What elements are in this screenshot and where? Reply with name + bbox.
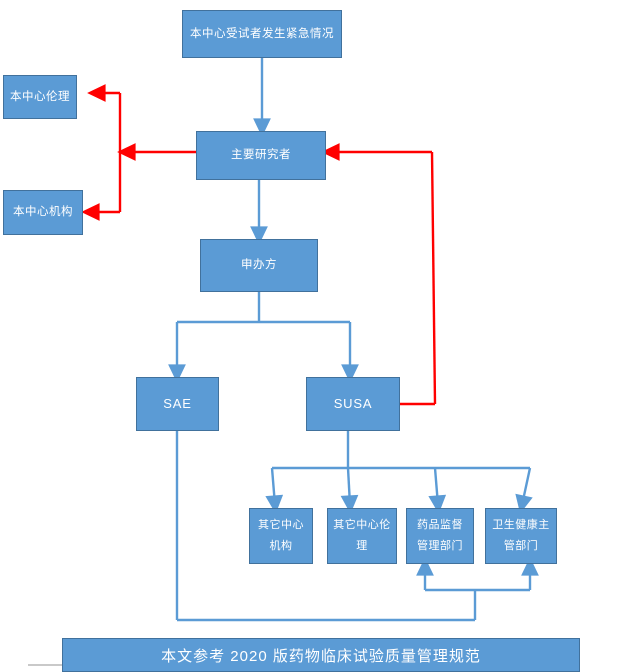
edge-susa-to-other-inst xyxy=(265,467,284,514)
edge-susa-to-drug-admin xyxy=(428,467,447,514)
edge-susa-to-health-admin xyxy=(515,467,533,514)
node-health-administration[interactable]: 卫生健康主 管部门 xyxy=(485,508,557,564)
node-drug-administration[interactable]: 药品监督 管理部门 xyxy=(406,508,474,564)
node-sae[interactable]: SAE xyxy=(136,377,219,431)
red-edges xyxy=(81,84,437,406)
blue-edges xyxy=(168,58,539,622)
node-local-ethics[interactable]: 本中心伦理 xyxy=(3,75,77,119)
node-susa[interactable]: SUSA xyxy=(306,377,400,431)
edge-susa-to-other-ethics xyxy=(340,467,359,514)
bottom-left-handle[interactable] xyxy=(28,664,64,666)
node-emergency[interactable]: 本中心受试者发生紧急情况 xyxy=(182,10,342,58)
edge-susa-riser xyxy=(430,151,437,405)
node-other-center-ethics[interactable]: 其它中心伦 理 xyxy=(327,508,397,564)
node-sponsor[interactable]: 申办方 xyxy=(200,239,318,292)
node-other-center-institution[interactable]: 其它中心 机构 xyxy=(249,508,313,564)
node-local-institution[interactable]: 本中心机构 xyxy=(3,190,83,235)
node-principal-investigator[interactable]: 主要研究者 xyxy=(196,131,326,180)
footer-reference-bar[interactable]: 本文参考 2020 版药物临床试验质量管理规范 xyxy=(62,638,580,672)
